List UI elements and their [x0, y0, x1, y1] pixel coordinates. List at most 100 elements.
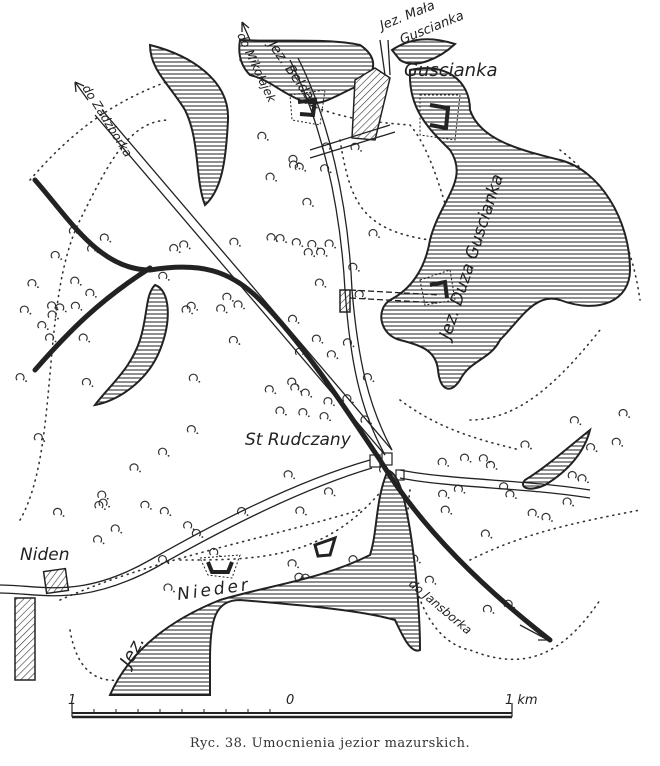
tree-symbol — [348, 262, 358, 271]
tree-symbol — [480, 529, 490, 538]
tree-dot — [297, 322, 300, 324]
tree-symbol — [47, 310, 57, 318]
scale-label-zero: 0 — [286, 693, 294, 708]
tree-dot — [463, 491, 466, 494]
tree-dot — [139, 470, 141, 473]
tree-symbol — [169, 243, 179, 252]
tree-symbol — [163, 583, 173, 591]
tree-dot — [434, 582, 437, 585]
tree-dot — [46, 328, 49, 331]
tree-symbol — [324, 239, 334, 247]
tree-dot — [333, 494, 336, 497]
tree-symbol — [315, 247, 326, 256]
tree-symbol — [186, 301, 196, 310]
tree-dot — [106, 497, 109, 500]
tree-symbol — [311, 334, 321, 343]
tree-symbol — [44, 333, 55, 341]
tree-dot — [515, 497, 517, 500]
tree-symbol — [183, 521, 193, 529]
tree-symbol — [110, 524, 120, 532]
tree-symbol — [159, 506, 169, 515]
tree-dot — [43, 440, 46, 443]
tree-dot — [530, 447, 532, 450]
tree-dot — [307, 415, 310, 418]
tree-symbol — [19, 305, 29, 314]
tree-symbol — [350, 142, 360, 151]
tree-dot — [447, 496, 450, 499]
tree-dot — [490, 536, 493, 539]
lake-duza-guscianka — [380, 67, 632, 390]
tree-symbol — [437, 457, 447, 466]
tree-symbol — [52, 507, 63, 516]
tree-symbol — [527, 508, 537, 517]
tree-dot — [329, 171, 332, 174]
tree-symbol — [209, 547, 219, 556]
tree-dot — [595, 450, 598, 453]
tree-dot — [167, 454, 170, 457]
tree-symbol — [302, 197, 312, 206]
tree-dot — [378, 236, 380, 239]
tree-dot — [469, 460, 472, 463]
tree-symbol — [188, 373, 198, 382]
tree-symbol — [97, 490, 107, 499]
tree-symbol — [92, 535, 103, 543]
tree-symbol — [287, 314, 298, 323]
figure-caption: Ryc. 38. Umocnienia jezior mazurskich. — [189, 736, 471, 751]
tree-symbol — [222, 292, 232, 301]
tree-symbol — [424, 575, 434, 584]
tree-dot — [239, 244, 241, 247]
tree-dot — [167, 562, 170, 565]
tree-dot — [537, 515, 540, 518]
lakes — [92, 38, 632, 696]
tree-symbol — [585, 442, 596, 451]
forest-symbols — [15, 127, 630, 614]
tree-symbol — [303, 247, 313, 256]
tree-dot — [192, 528, 195, 531]
tree-dot — [54, 340, 57, 343]
tree-dot — [275, 179, 277, 182]
label-st-rudczany: St Rudczany — [245, 430, 352, 450]
tree-dot — [321, 341, 324, 344]
tree-symbol — [505, 489, 515, 498]
tree-dot — [310, 395, 313, 398]
tree-dot — [336, 357, 339, 360]
tree-dot — [551, 520, 553, 522]
lake-crescent-west — [92, 283, 169, 407]
tree-dot — [621, 444, 624, 447]
tree-dot — [329, 419, 331, 422]
tree-symbol — [323, 397, 333, 405]
tree-symbol — [326, 350, 336, 358]
tree-dot — [304, 513, 307, 516]
tree-dot — [296, 384, 299, 387]
tree-dot — [285, 241, 287, 244]
map: Jez. Mała Guscianka Guscianka Jez. Belda… — [0, 0, 641, 719]
tree-dot — [447, 464, 450, 467]
tree-dot — [311, 205, 314, 207]
fortifications — [199, 89, 461, 579]
tree-dot — [243, 307, 245, 310]
tree-symbol — [323, 487, 334, 495]
tree-symbol — [295, 506, 305, 514]
tree-symbol — [70, 276, 80, 285]
tree-symbol — [37, 320, 47, 329]
tree-dot — [572, 504, 575, 507]
tree-symbol — [459, 453, 470, 462]
tree-symbol — [191, 528, 201, 537]
tree-symbol — [70, 301, 80, 310]
tree-dot — [313, 255, 316, 258]
tree-dot — [334, 246, 337, 249]
tree-symbol — [81, 377, 92, 386]
tree-dot — [293, 477, 296, 480]
tree-symbol — [179, 240, 189, 248]
scale-bar: 1 0 1 km — [68, 693, 538, 719]
tree-symbol — [264, 385, 274, 393]
tree-symbol — [181, 305, 191, 313]
tree-dot — [304, 169, 307, 172]
tree-symbol — [228, 335, 238, 344]
tree-symbol — [485, 460, 496, 469]
tree-dot — [246, 514, 249, 517]
tree-symbol — [287, 559, 297, 567]
tree-dot — [167, 279, 170, 281]
tree-dot — [266, 139, 269, 141]
tree-symbol — [275, 233, 285, 242]
